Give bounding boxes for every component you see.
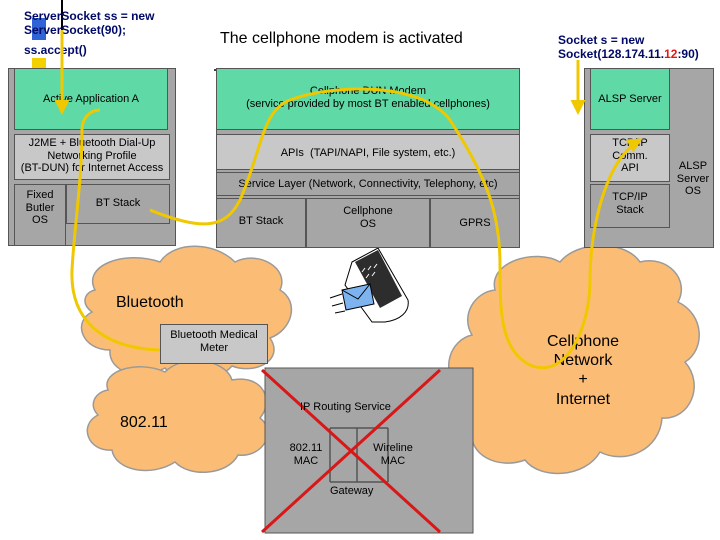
active-app-box: Active Application A [14,68,168,130]
modem-box: Cellphone DUN Modem (service provided by… [216,68,520,130]
gateway-box [264,367,474,534]
routing-label: IP Routing Service [300,401,391,413]
alsp-server-box: ALSP Server [590,68,670,130]
server-code-line-3: ss.accept() [24,43,87,57]
gprs-box: GPRS [430,198,520,248]
cellphone-os-box: Cellphone OS [306,198,430,248]
cellphone-os-label: Cellphone OS [343,205,393,230]
alsp-os-label: ALSP Server OS [676,160,710,198]
medical-meter-box: Bluetooth Medical Meter [160,324,268,364]
gateway-cross-line-2 [260,368,442,534]
gateway-label: Gateway [330,485,374,497]
alsp-server-label: ALSP Server [598,93,662,105]
left-os-label: Fixed Butler OS [25,189,55,227]
mac-8021-label: 802.11 MAC [289,442,323,467]
wireline-label: Wireline MAC [373,442,413,467]
data-path [70,87,640,369]
client-code-line-1: Socket s = new [558,33,645,47]
medical-meter-label: Bluetooth Medical Meter [170,329,258,354]
left-os-box: Fixed Butler OS [14,184,66,246]
profile-box: J2ME + Bluetooth Dial-Up Networking Prof… [14,134,170,180]
wifi-label: 802.11 [120,414,168,431]
gprs-label: GPRS [459,217,491,229]
client-code-red-digits: 12 [664,47,678,61]
headline: The cellphone modem is activated [220,30,463,47]
tcp-stack-label: TCP/IP Stack [612,191,648,216]
left-bt-stack-label: BT Stack [95,197,141,209]
left-bt-stack-box: BT Stack [66,184,170,224]
profile-label: J2ME + Bluetooth Dial-Up Networking Prof… [20,137,164,175]
cellular-label: Cellphone Network + Internet [546,333,620,408]
server-code-line-2: ServerSocket(90); [24,23,127,37]
client-code-line-2: Socket(128.174.11.12:90) [558,47,699,61]
bluetooth-label: Bluetooth [116,294,184,311]
server-code-line-1: ServerSocket ss = new [24,9,155,23]
modem-label: Cellphone DUN Modem (service provided by… [246,85,490,110]
apis-label: APIs (TAPI/NAPI, File system, etc.) [280,147,456,159]
mid-bt-stack-label: BT Stack [238,215,284,227]
mid-bt-stack-box: BT Stack [216,198,306,248]
phone-icon [329,247,409,323]
